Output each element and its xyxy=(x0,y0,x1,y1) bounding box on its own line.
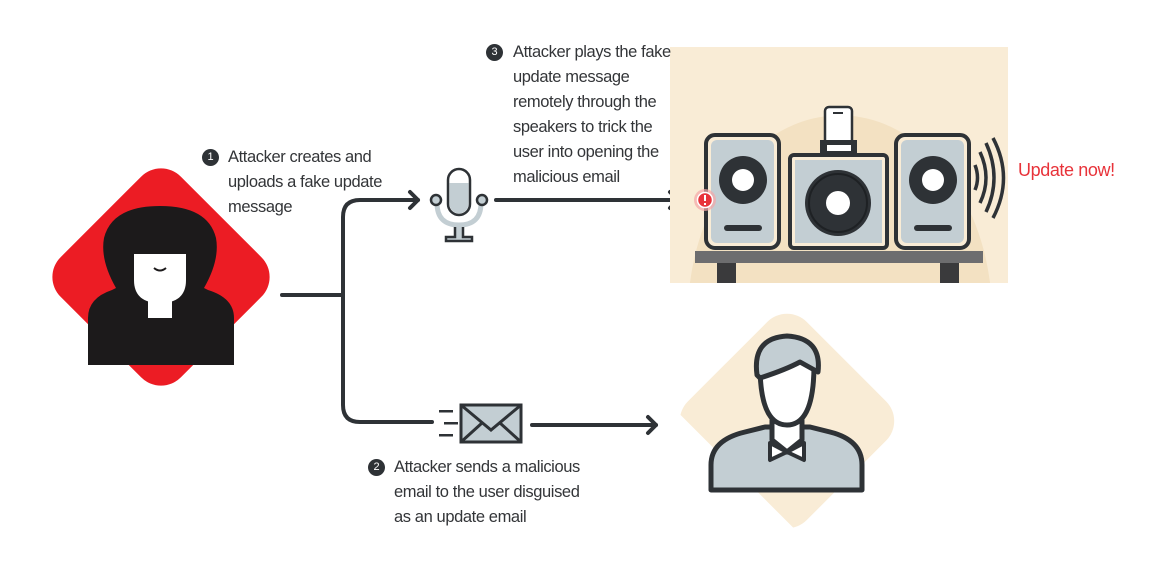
step-2-line: email to the user disguised xyxy=(394,483,580,501)
update-now-label: Update now! xyxy=(1018,160,1115,180)
step-2-text: 2 Attacker sends a malicious email to th… xyxy=(368,455,580,530)
attacker-icon xyxy=(52,168,270,386)
step-3-line: speakers to trick the xyxy=(513,118,653,136)
step-2-line: as an update email xyxy=(394,508,527,526)
step-3-line: remotely through the xyxy=(513,93,657,111)
step-3-badge: 3 xyxy=(486,44,503,61)
alert-icon xyxy=(694,189,716,211)
step-1-line: Attacker creates and xyxy=(228,148,372,166)
step-1-line: uploads a fake update xyxy=(228,173,382,191)
speaker-system-scene xyxy=(670,47,1008,283)
step-3-line: malicious email xyxy=(513,168,620,186)
step-2-badge: 2 xyxy=(368,459,385,476)
connector-lines xyxy=(280,190,680,435)
user-icon xyxy=(679,313,895,529)
step-3-line: Attacker plays the fake xyxy=(513,43,671,61)
phone-icon xyxy=(820,105,857,156)
step-3-line: update message xyxy=(513,68,630,86)
step-1-badge: 1 xyxy=(202,149,219,166)
email-envelope-icon xyxy=(439,403,523,444)
step-1-line: message xyxy=(228,198,293,216)
step-3-line: user into opening the xyxy=(513,143,659,161)
step-1-text: 1 Attacker creates and uploads a fake up… xyxy=(202,145,382,220)
step-2-line: Attacker sends a malicious xyxy=(394,458,580,476)
step-3-text: 3 Attacker plays the fake update message… xyxy=(486,40,671,190)
microphone-icon xyxy=(429,167,489,243)
sound-waves-icon xyxy=(973,137,1006,219)
